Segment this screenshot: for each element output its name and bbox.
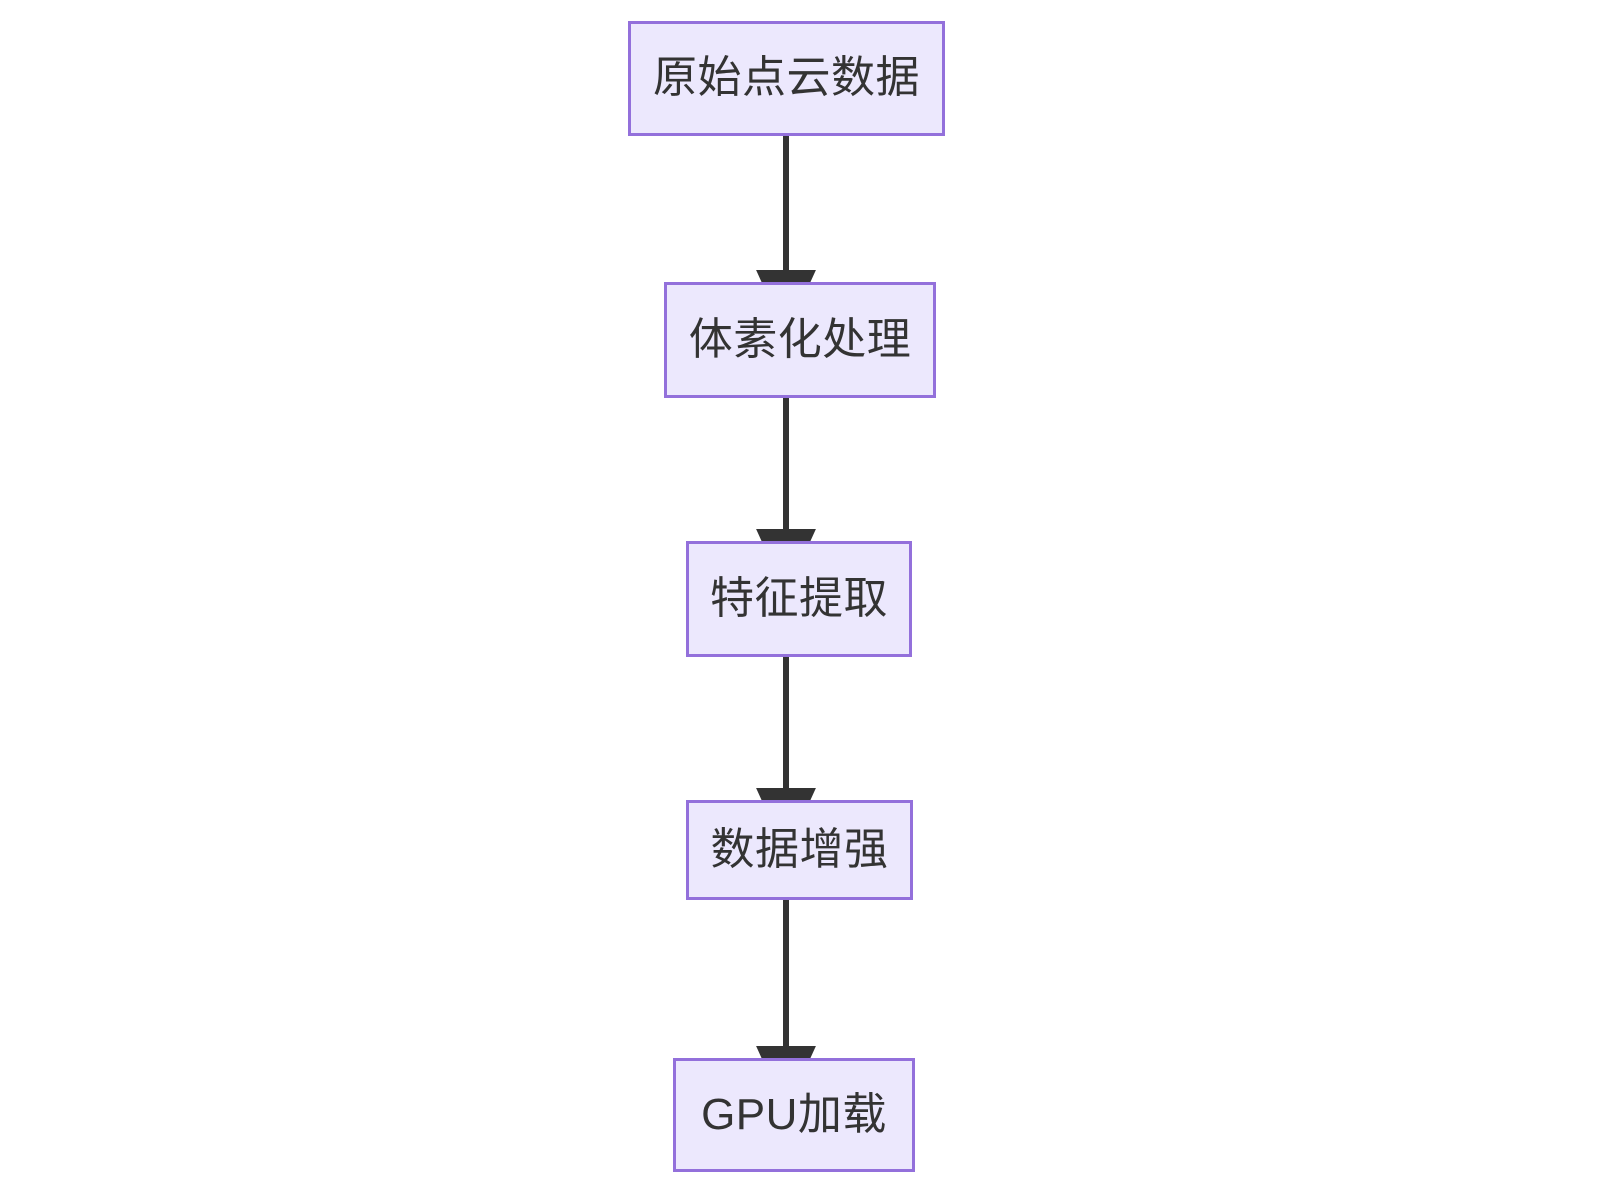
flowchart-node-data-augmentation[interactable]: 数据增强 xyxy=(686,800,913,900)
flowchart-node-raw-point-cloud-data[interactable]: 原始点云数据 xyxy=(628,21,945,136)
flowchart-node-label: 特征提取 xyxy=(710,573,888,623)
flowchart-node-label: GPU加载 xyxy=(701,1089,887,1139)
flowchart-node-label: 数据增强 xyxy=(710,824,889,874)
flowchart-node-label: 原始点云数据 xyxy=(653,53,920,103)
flowchart-node-gpu-loading[interactable]: GPU加载 xyxy=(673,1058,915,1172)
flowchart-node-feature-extraction[interactable]: 特征提取 xyxy=(686,541,912,657)
flowchart-node-label: 体素化处理 xyxy=(688,314,912,364)
flowchart-node-voxelization[interactable]: 体素化处理 xyxy=(664,282,936,398)
